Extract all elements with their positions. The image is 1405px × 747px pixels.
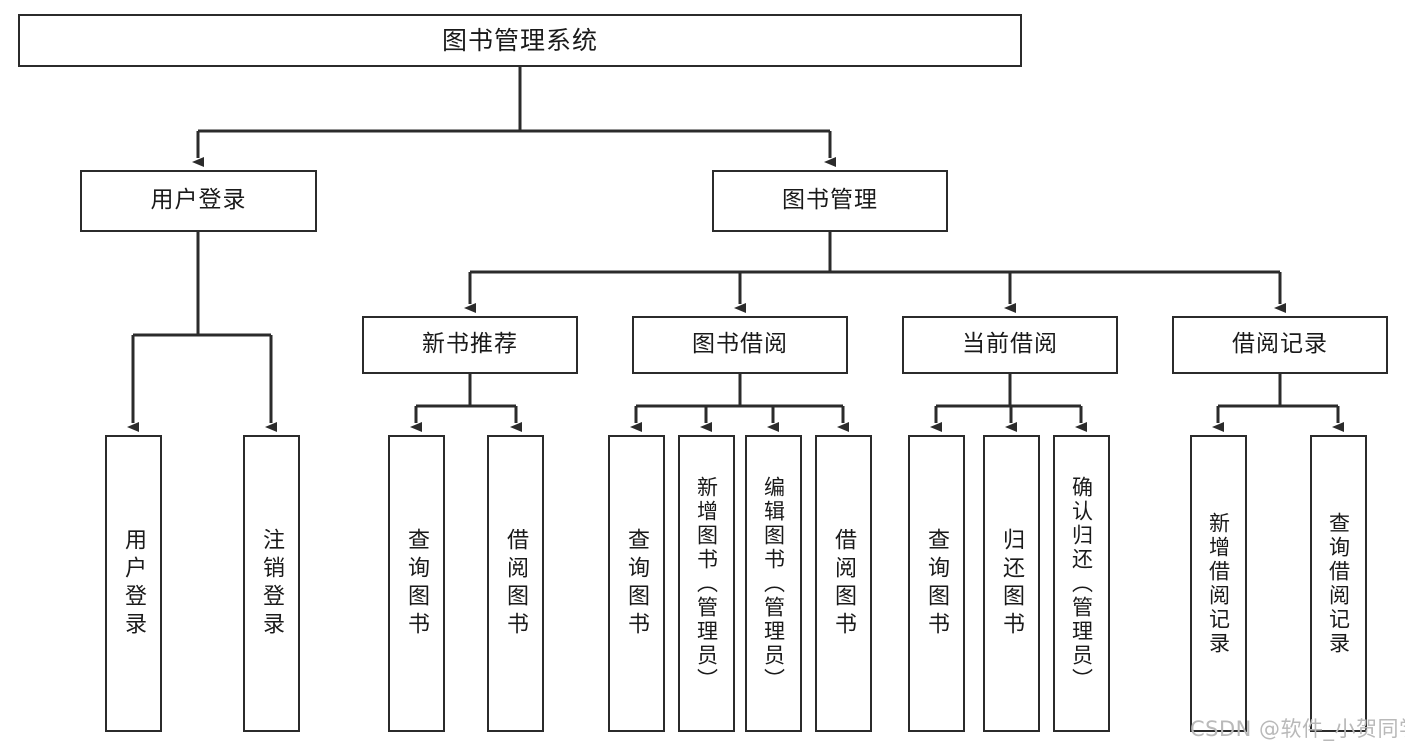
node-leaf-query-book-1[interactable]: 查询图书 bbox=[388, 435, 445, 732]
node-leaf-query-book-3-label: 查询图书 bbox=[924, 527, 950, 640]
node-leaf-user-login[interactable]: 用户登录 bbox=[105, 435, 162, 732]
node-new-book-recommend-label: 新书推荐 bbox=[422, 331, 518, 358]
node-leaf-add-record-label: 新增借阅记录 bbox=[1206, 511, 1231, 656]
node-leaf-user-logout[interactable]: 注销登录 bbox=[243, 435, 300, 732]
node-leaf-user-logout-label: 注销登录 bbox=[259, 527, 285, 640]
node-book-borrow[interactable]: 图书借阅 bbox=[632, 316, 848, 374]
node-leaf-query-book-2-label: 查询图书 bbox=[624, 527, 650, 640]
node-leaf-return-book[interactable]: 归还图书 bbox=[983, 435, 1040, 732]
node-leaf-return-book-label: 归还图书 bbox=[999, 527, 1025, 640]
node-leaf-query-book-2[interactable]: 查询图书 bbox=[608, 435, 665, 732]
node-leaf-edit-book-label: 编辑图书（管理员） bbox=[761, 475, 786, 692]
node-leaf-borrow-book-2[interactable]: 借阅图书 bbox=[815, 435, 872, 732]
node-leaf-query-record-label: 查询借阅记录 bbox=[1326, 511, 1351, 656]
node-book-borrow-label: 图书借阅 bbox=[692, 331, 788, 358]
node-leaf-add-book-label: 新增图书（管理员） bbox=[694, 475, 719, 692]
node-leaf-borrow-book-1-label: 借阅图书 bbox=[503, 527, 529, 640]
node-root-label: 图书管理系统 bbox=[441, 25, 598, 55]
node-root[interactable]: 图书管理系统 bbox=[18, 14, 1022, 67]
node-leaf-borrow-book-1[interactable]: 借阅图书 bbox=[487, 435, 544, 732]
node-new-book-recommend[interactable]: 新书推荐 bbox=[362, 316, 578, 374]
node-current-borrow-label: 当前借阅 bbox=[962, 331, 1058, 358]
node-leaf-query-book-3[interactable]: 查询图书 bbox=[908, 435, 965, 732]
node-leaf-borrow-book-2-label: 借阅图书 bbox=[831, 527, 857, 640]
node-leaf-query-book-1-label: 查询图书 bbox=[404, 527, 430, 640]
node-borrow-record[interactable]: 借阅记录 bbox=[1172, 316, 1388, 374]
node-current-borrow[interactable]: 当前借阅 bbox=[902, 316, 1118, 374]
node-user-login-label: 用户登录 bbox=[150, 187, 247, 214]
node-leaf-add-book[interactable]: 新增图书（管理员） bbox=[678, 435, 735, 732]
node-leaf-user-login-label: 用户登录 bbox=[121, 527, 147, 640]
node-leaf-confirm-return[interactable]: 确认归还（管理员） bbox=[1053, 435, 1110, 732]
node-leaf-confirm-return-label: 确认归还（管理员） bbox=[1069, 475, 1094, 692]
node-leaf-add-record[interactable]: 新增借阅记录 bbox=[1190, 435, 1247, 732]
node-borrow-record-label: 借阅记录 bbox=[1232, 331, 1328, 358]
node-leaf-edit-book[interactable]: 编辑图书（管理员） bbox=[745, 435, 802, 732]
node-leaf-query-record[interactable]: 查询借阅记录 bbox=[1310, 435, 1367, 732]
node-book-manage[interactable]: 图书管理 bbox=[712, 170, 948, 232]
node-book-manage-label: 图书管理 bbox=[782, 187, 878, 214]
node-user-login[interactable]: 用户登录 bbox=[80, 170, 317, 232]
watermark: CSDN @软件_小贺同学 bbox=[1190, 717, 1405, 741]
